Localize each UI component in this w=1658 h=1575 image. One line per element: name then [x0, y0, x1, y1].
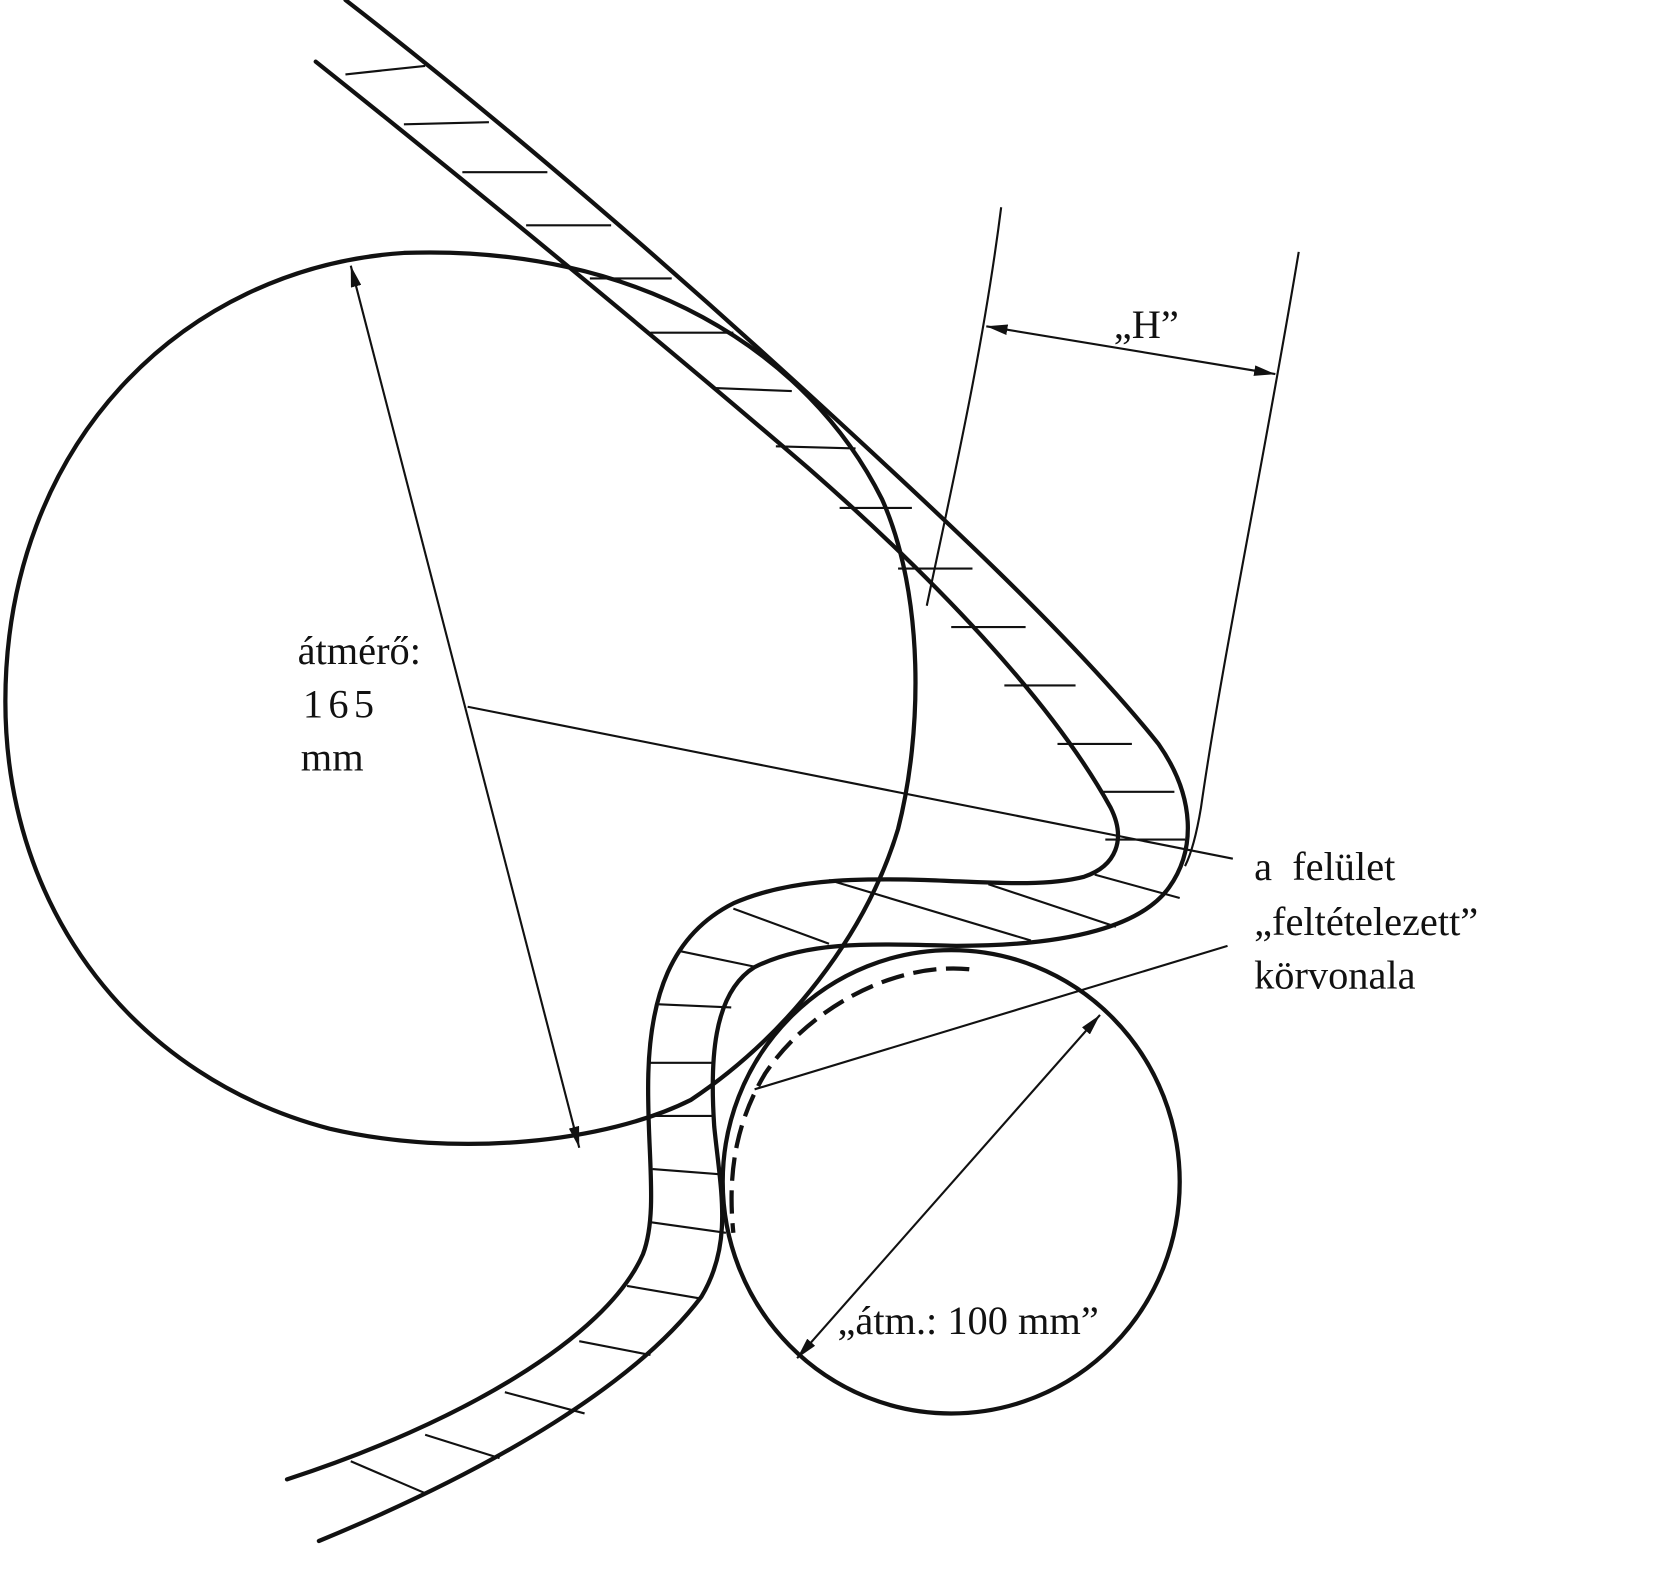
band-outer-edge [316, 0, 1190, 1544]
large-diameter-label-3: mm [301, 734, 364, 779]
surface-note-line-2: „feltételezett” [1254, 899, 1478, 944]
small-diameter-label: „átm.: 100 mm” [838, 1298, 1099, 1343]
large-diameter-label-1: átmérő: [298, 628, 421, 673]
surface-note-line-1: a felület [1254, 844, 1395, 889]
assumed-contour-dashed [729, 966, 970, 1234]
band-inner-edge [284, 59, 1121, 1482]
surface-note-line-3: körvonala [1254, 952, 1416, 997]
large-circle [3, 250, 918, 1147]
small-diameter-arrow [796, 1014, 1101, 1359]
large-diameter-label-2: 165 [303, 681, 380, 726]
small-circle [720, 947, 1182, 1416]
surface-note-leader [754, 944, 1228, 1091]
large-center-line [467, 705, 1234, 860]
h-dimension-arrow [986, 324, 1276, 376]
large-diameter-arrow [349, 265, 581, 1149]
band-hatching [345, 64, 1186, 1495]
surface-line-right [1184, 251, 1300, 867]
surface-line-left [925, 207, 1003, 606]
h-dimension-label: „H” [1114, 302, 1179, 347]
